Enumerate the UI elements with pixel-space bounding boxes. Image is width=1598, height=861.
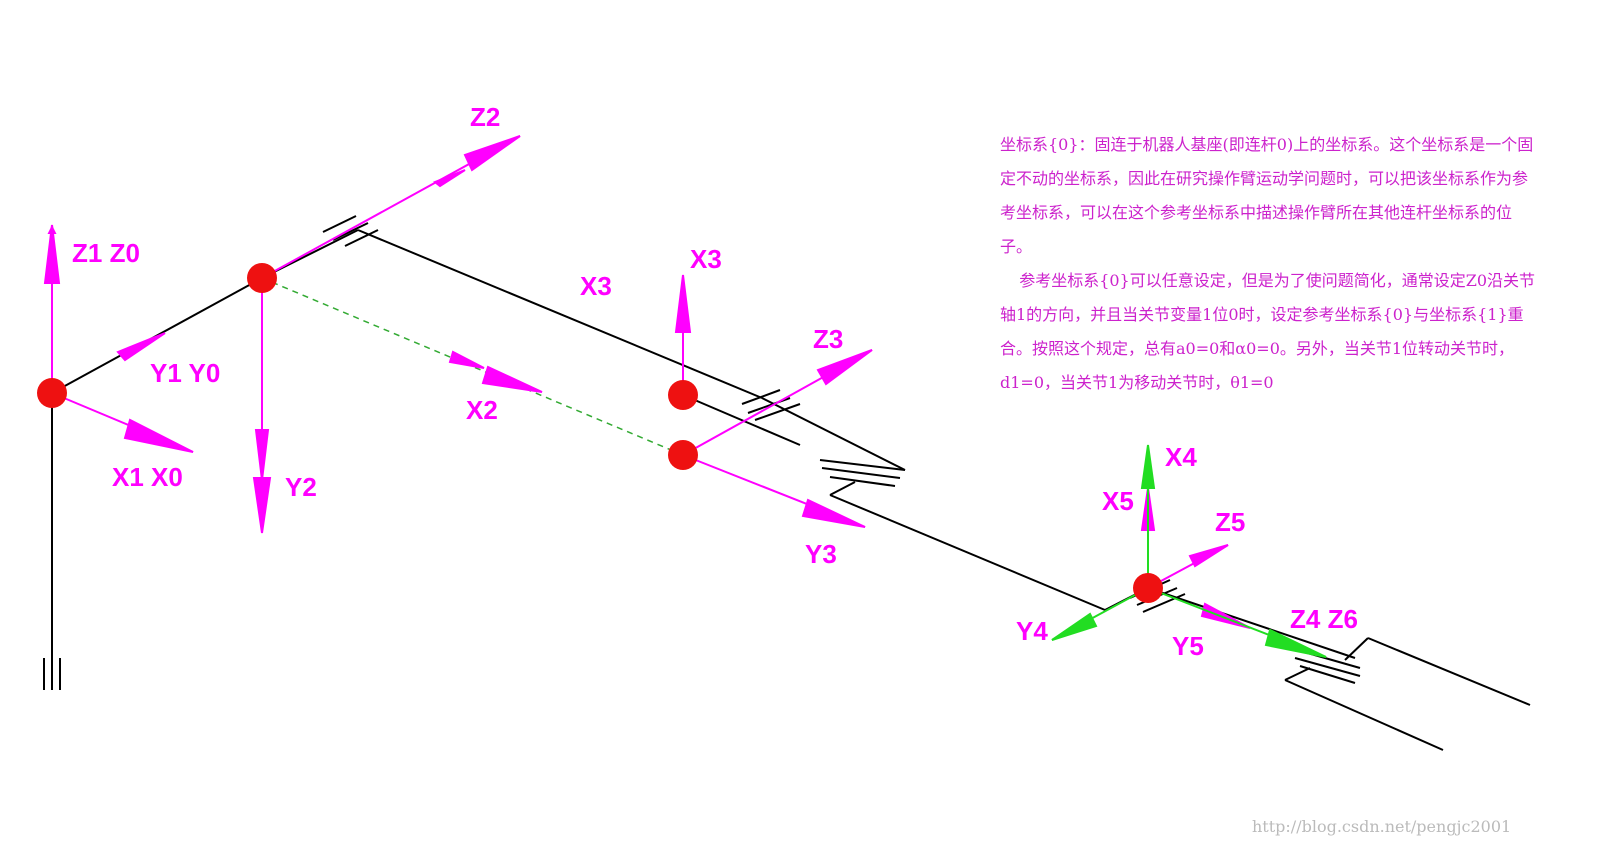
y3-arrowhead <box>801 498 866 528</box>
joint3-tick <box>741 389 781 405</box>
z2-arrowhead <box>463 135 521 172</box>
label-z3: Z3 <box>813 324 843 354</box>
link-6-step <box>1284 667 1311 681</box>
joint2-tick <box>344 229 379 247</box>
z2-arrowhead-mid <box>433 169 466 188</box>
z5-arrowhead <box>1188 544 1229 568</box>
label-z2: Z2 <box>470 102 500 132</box>
link-3-short <box>682 394 801 446</box>
label-y3: Y3 <box>805 539 837 569</box>
label-y2: Y2 <box>285 472 317 502</box>
joint-1 <box>37 378 67 408</box>
note-paragraph-2: 参考坐标系{0}可以任意设定，但是为了使问题简化，通常设定Z0沿关节轴1的方向，… <box>1000 271 1536 392</box>
label-x3-top: X3 <box>690 244 722 274</box>
joint2-tick <box>332 222 369 241</box>
joint-3-upper <box>668 380 698 410</box>
label-y1y0: Y1 Y0 <box>150 358 220 388</box>
x1x0-arrowhead <box>123 418 194 453</box>
y4-arrowhead <box>1051 612 1098 641</box>
frame-4-axes <box>1051 444 1327 658</box>
label-z4z6: Z4 Z6 <box>1290 604 1358 634</box>
link-5 <box>1147 587 1356 659</box>
x4-arrowhead <box>1140 444 1156 489</box>
joints <box>37 263 1163 603</box>
link-6-step-2 <box>1344 637 1369 661</box>
label-x4: X4 <box>1165 442 1197 472</box>
joint-3-lower <box>668 440 698 470</box>
link-3-down <box>829 494 1106 611</box>
label-z1z0: Z1 Z0 <box>72 238 140 268</box>
joint5-tick <box>1142 593 1186 613</box>
joint6-tick <box>1294 657 1361 677</box>
label-x5: X5 <box>1102 486 1134 516</box>
link-2 <box>357 229 763 399</box>
frame-definition-note: 坐标系{0}：固连于机器人基座(即连杆0)上的坐标系。这个坐标系是一个固定不动的… <box>1000 128 1540 400</box>
note-paragraph-1: 坐标系{0}：固连于机器人基座(即连杆0)上的坐标系。这个坐标系是一个固定不动的… <box>1000 135 1534 256</box>
z4z6-arrowhead <box>1264 628 1327 658</box>
joint6-tick <box>1299 665 1356 684</box>
joint-2 <box>247 263 277 293</box>
z1z0-arrowhead <box>43 224 61 284</box>
link-6-upper <box>1367 637 1531 706</box>
x2-arrowhead <box>481 365 543 393</box>
link-6-lower <box>1284 679 1444 751</box>
label-x2: X2 <box>466 395 498 425</box>
x3-arrowhead <box>674 274 692 333</box>
z3-arrowhead <box>816 349 873 386</box>
joint4-tick <box>821 467 901 479</box>
y2-arrowhead-mid <box>254 429 270 481</box>
label-y4: Y4 <box>1016 616 1048 646</box>
y1y0-arrowhead <box>116 332 166 362</box>
link-3-step <box>829 481 856 496</box>
joint3-tick <box>754 403 801 421</box>
frame-axes <box>43 135 1251 629</box>
joint4-tick <box>829 476 896 487</box>
label-z5: Z5 <box>1215 507 1245 537</box>
joint-5 <box>1133 573 1163 603</box>
link-3 <box>761 397 906 471</box>
joint4-tick <box>819 459 906 471</box>
joint2-tick <box>322 215 357 233</box>
x2-arrowhead-mid <box>448 350 485 369</box>
label-x1x0: X1 X0 <box>112 462 183 492</box>
watermark: http://blog.csdn.net/pengjc2001 <box>1252 817 1511 836</box>
label-x3-mid: X3 <box>580 271 612 301</box>
label-y5: Y5 <box>1172 631 1204 661</box>
y2-arrowhead <box>252 477 272 534</box>
